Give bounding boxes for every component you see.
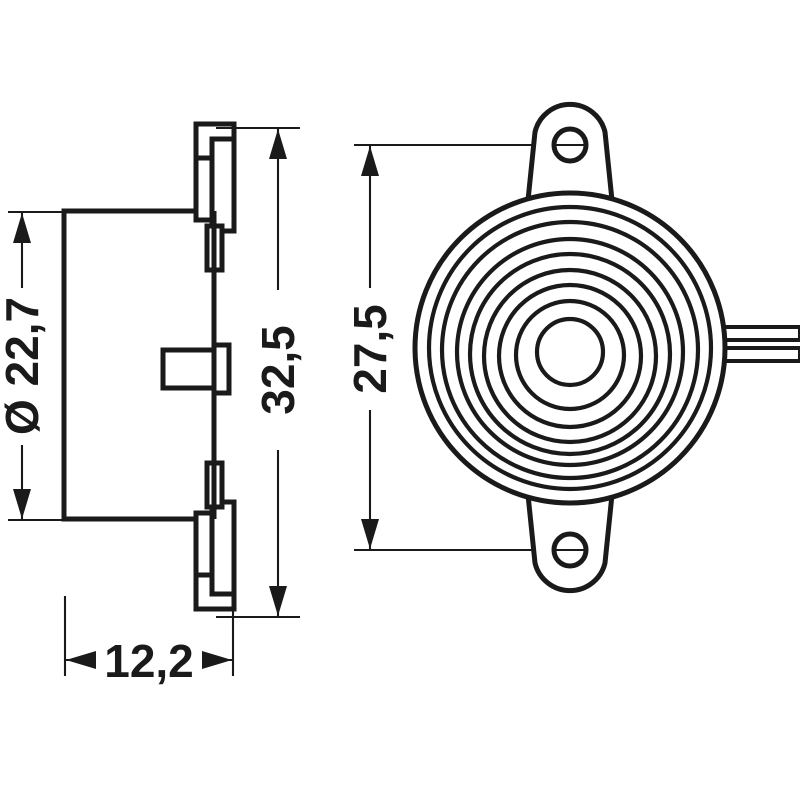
resonator-ring-6	[496, 282, 644, 430]
diameter-arrow-bottom	[13, 489, 31, 519]
side-view-center-boss	[160, 347, 222, 391]
wire-leads	[716, 325, 800, 363]
thickness-arrow-left	[66, 651, 96, 669]
diameter-dimension-label: Ø 22,7	[0, 297, 48, 435]
wire-lead-upper	[716, 325, 800, 342]
resonator-ring-1	[426, 204, 714, 492]
resonator-ring-2	[439, 219, 701, 481]
front-view-rings	[426, 204, 714, 492]
height-arrow-bottom	[269, 586, 287, 616]
bottom-mounting-ear	[524, 482, 616, 594]
resonator-center-hole	[534, 316, 606, 388]
diameter-dimension: Ø 22,7	[0, 210, 78, 522]
side-view	[61, 121, 237, 612]
spacing-arrow-bottom	[361, 519, 379, 549]
overall-height-dimension-label: 32,5	[252, 325, 304, 415]
wire-lead-lower	[716, 346, 800, 363]
mounting-hole-spacing-dimension: 27,5	[344, 143, 560, 552]
front-view	[412, 101, 800, 594]
height-arrow-top	[269, 129, 287, 159]
side-view-center-tab	[211, 342, 232, 396]
thickness-dimension: 12,2	[63, 596, 235, 687]
top-mounting-ear	[524, 101, 616, 213]
resonator-ring-7	[513, 298, 627, 412]
spacing-arrow-top	[361, 146, 379, 176]
mounting-hole-spacing-dimension-label: 27,5	[344, 304, 396, 394]
diameter-arrow-top	[13, 213, 31, 243]
overall-height-dimension: 32,5	[216, 126, 304, 619]
resonator-ring-4	[467, 251, 673, 457]
resonator-ring-5	[481, 267, 659, 445]
resonator-ring-3	[454, 236, 686, 468]
thickness-arrow-right	[202, 651, 232, 669]
thickness-dimension-label: 12,2	[104, 635, 194, 687]
